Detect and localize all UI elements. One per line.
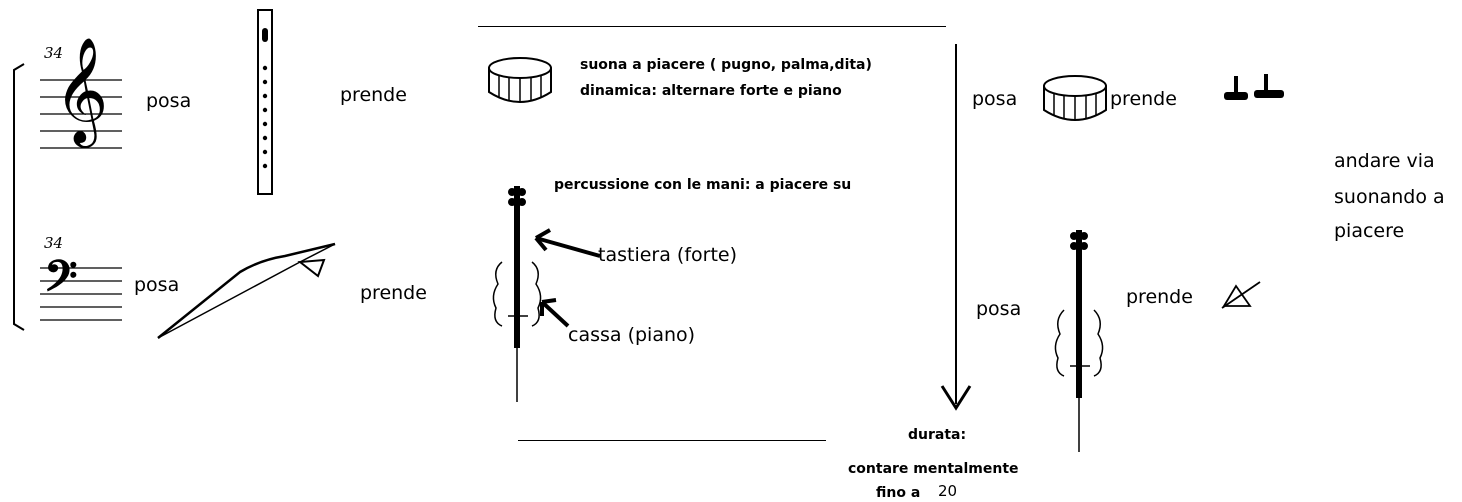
drum-instruction-line2: dinamica: alternare forte e piano <box>580 83 842 99</box>
duration-line1: contare mentalmente <box>848 461 1019 477</box>
mallets-icon <box>1224 74 1284 100</box>
duration-title: durata: <box>908 427 967 443</box>
top-posa-label: posa <box>146 90 192 112</box>
exit-instruction-line3: piacere <box>1334 220 1405 242</box>
bass-staff <box>40 267 122 321</box>
duration-line2: fino a <box>876 485 921 501</box>
top-divider <box>478 26 946 27</box>
arrow-icon <box>540 298 570 328</box>
fingerboard-label: tastiera (forte) <box>598 244 737 266</box>
exit-instruction-line2: suonando a <box>1334 186 1445 208</box>
measure-number-top: 34 <box>44 44 64 62</box>
recorder-flute-icon <box>257 9 273 195</box>
bottom-prende-label: prende <box>360 282 427 304</box>
drum-icon <box>488 57 552 103</box>
cello-icon <box>1054 230 1104 452</box>
system-bracket <box>13 63 25 331</box>
exit-instruction-line1: andare via <box>1334 150 1435 172</box>
drum-icon <box>1043 75 1107 121</box>
arrow-icon <box>940 44 972 411</box>
right-bottom-prende-label: prende <box>1126 286 1193 308</box>
measure-number-bottom: 34 <box>44 234 64 252</box>
treble-staff <box>40 79 122 149</box>
bass-clef-icon: 𝄢 <box>44 251 78 312</box>
treble-clef-icon: 𝄞 <box>54 36 109 143</box>
percussion-instruction: percussione con le mani: a piacere su <box>554 177 852 193</box>
right-top-posa-label: posa <box>972 88 1018 110</box>
top-prende-label: prende <box>340 84 407 106</box>
cello-icon <box>492 186 542 402</box>
duration-count: 20 <box>938 482 958 500</box>
right-bottom-posa-label: posa <box>976 298 1022 320</box>
body-label: cassa (piano) <box>568 324 696 346</box>
bottom-divider <box>518 440 826 441</box>
right-top-prende-label: prende <box>1110 88 1177 110</box>
bottom-posa-label: posa <box>134 274 180 296</box>
cello-bow-icon <box>157 242 336 339</box>
drum-instruction-line1: suona a piacere ( pugno, palma,dita) <box>580 57 872 73</box>
triangle-icon <box>1221 281 1261 309</box>
arrow-icon <box>534 228 601 258</box>
